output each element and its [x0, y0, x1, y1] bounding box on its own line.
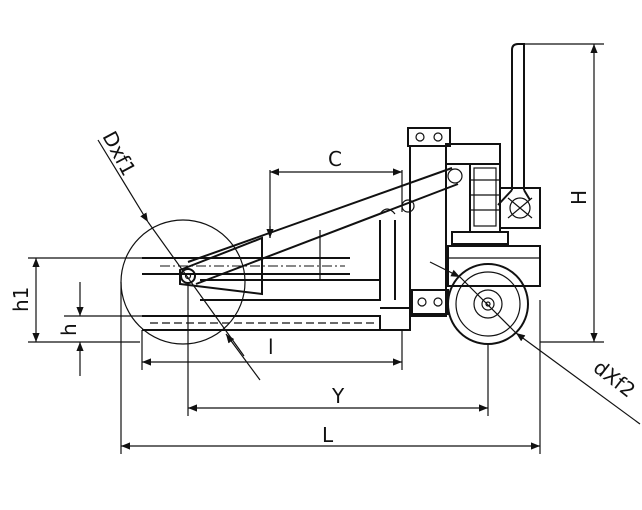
handle [497, 43, 531, 206]
dimension-L: L [120, 282, 541, 454]
label-h: h [57, 323, 81, 336]
steering-wheel [447, 263, 529, 345]
label-C: C [328, 147, 342, 171]
dimension-C: C [266, 147, 403, 238]
dimension-h: h [57, 282, 142, 376]
chassis [142, 208, 449, 331]
label-Y: Y [331, 384, 345, 408]
hydraulic-pump [401, 127, 541, 317]
dimension-l: l [141, 330, 403, 370]
dimension-H: H [524, 43, 604, 343]
label-dxf2: dXf2 [589, 355, 640, 402]
label-Dxf1: Dxf1 [98, 127, 141, 180]
dimension-Y: Y [187, 282, 489, 416]
label-L: L [322, 423, 334, 447]
load-roller [120, 219, 246, 345]
label-H: H [567, 190, 591, 205]
label-l: l [268, 335, 274, 359]
label-h1: h1 [9, 287, 33, 312]
push-rod [179, 167, 463, 296]
